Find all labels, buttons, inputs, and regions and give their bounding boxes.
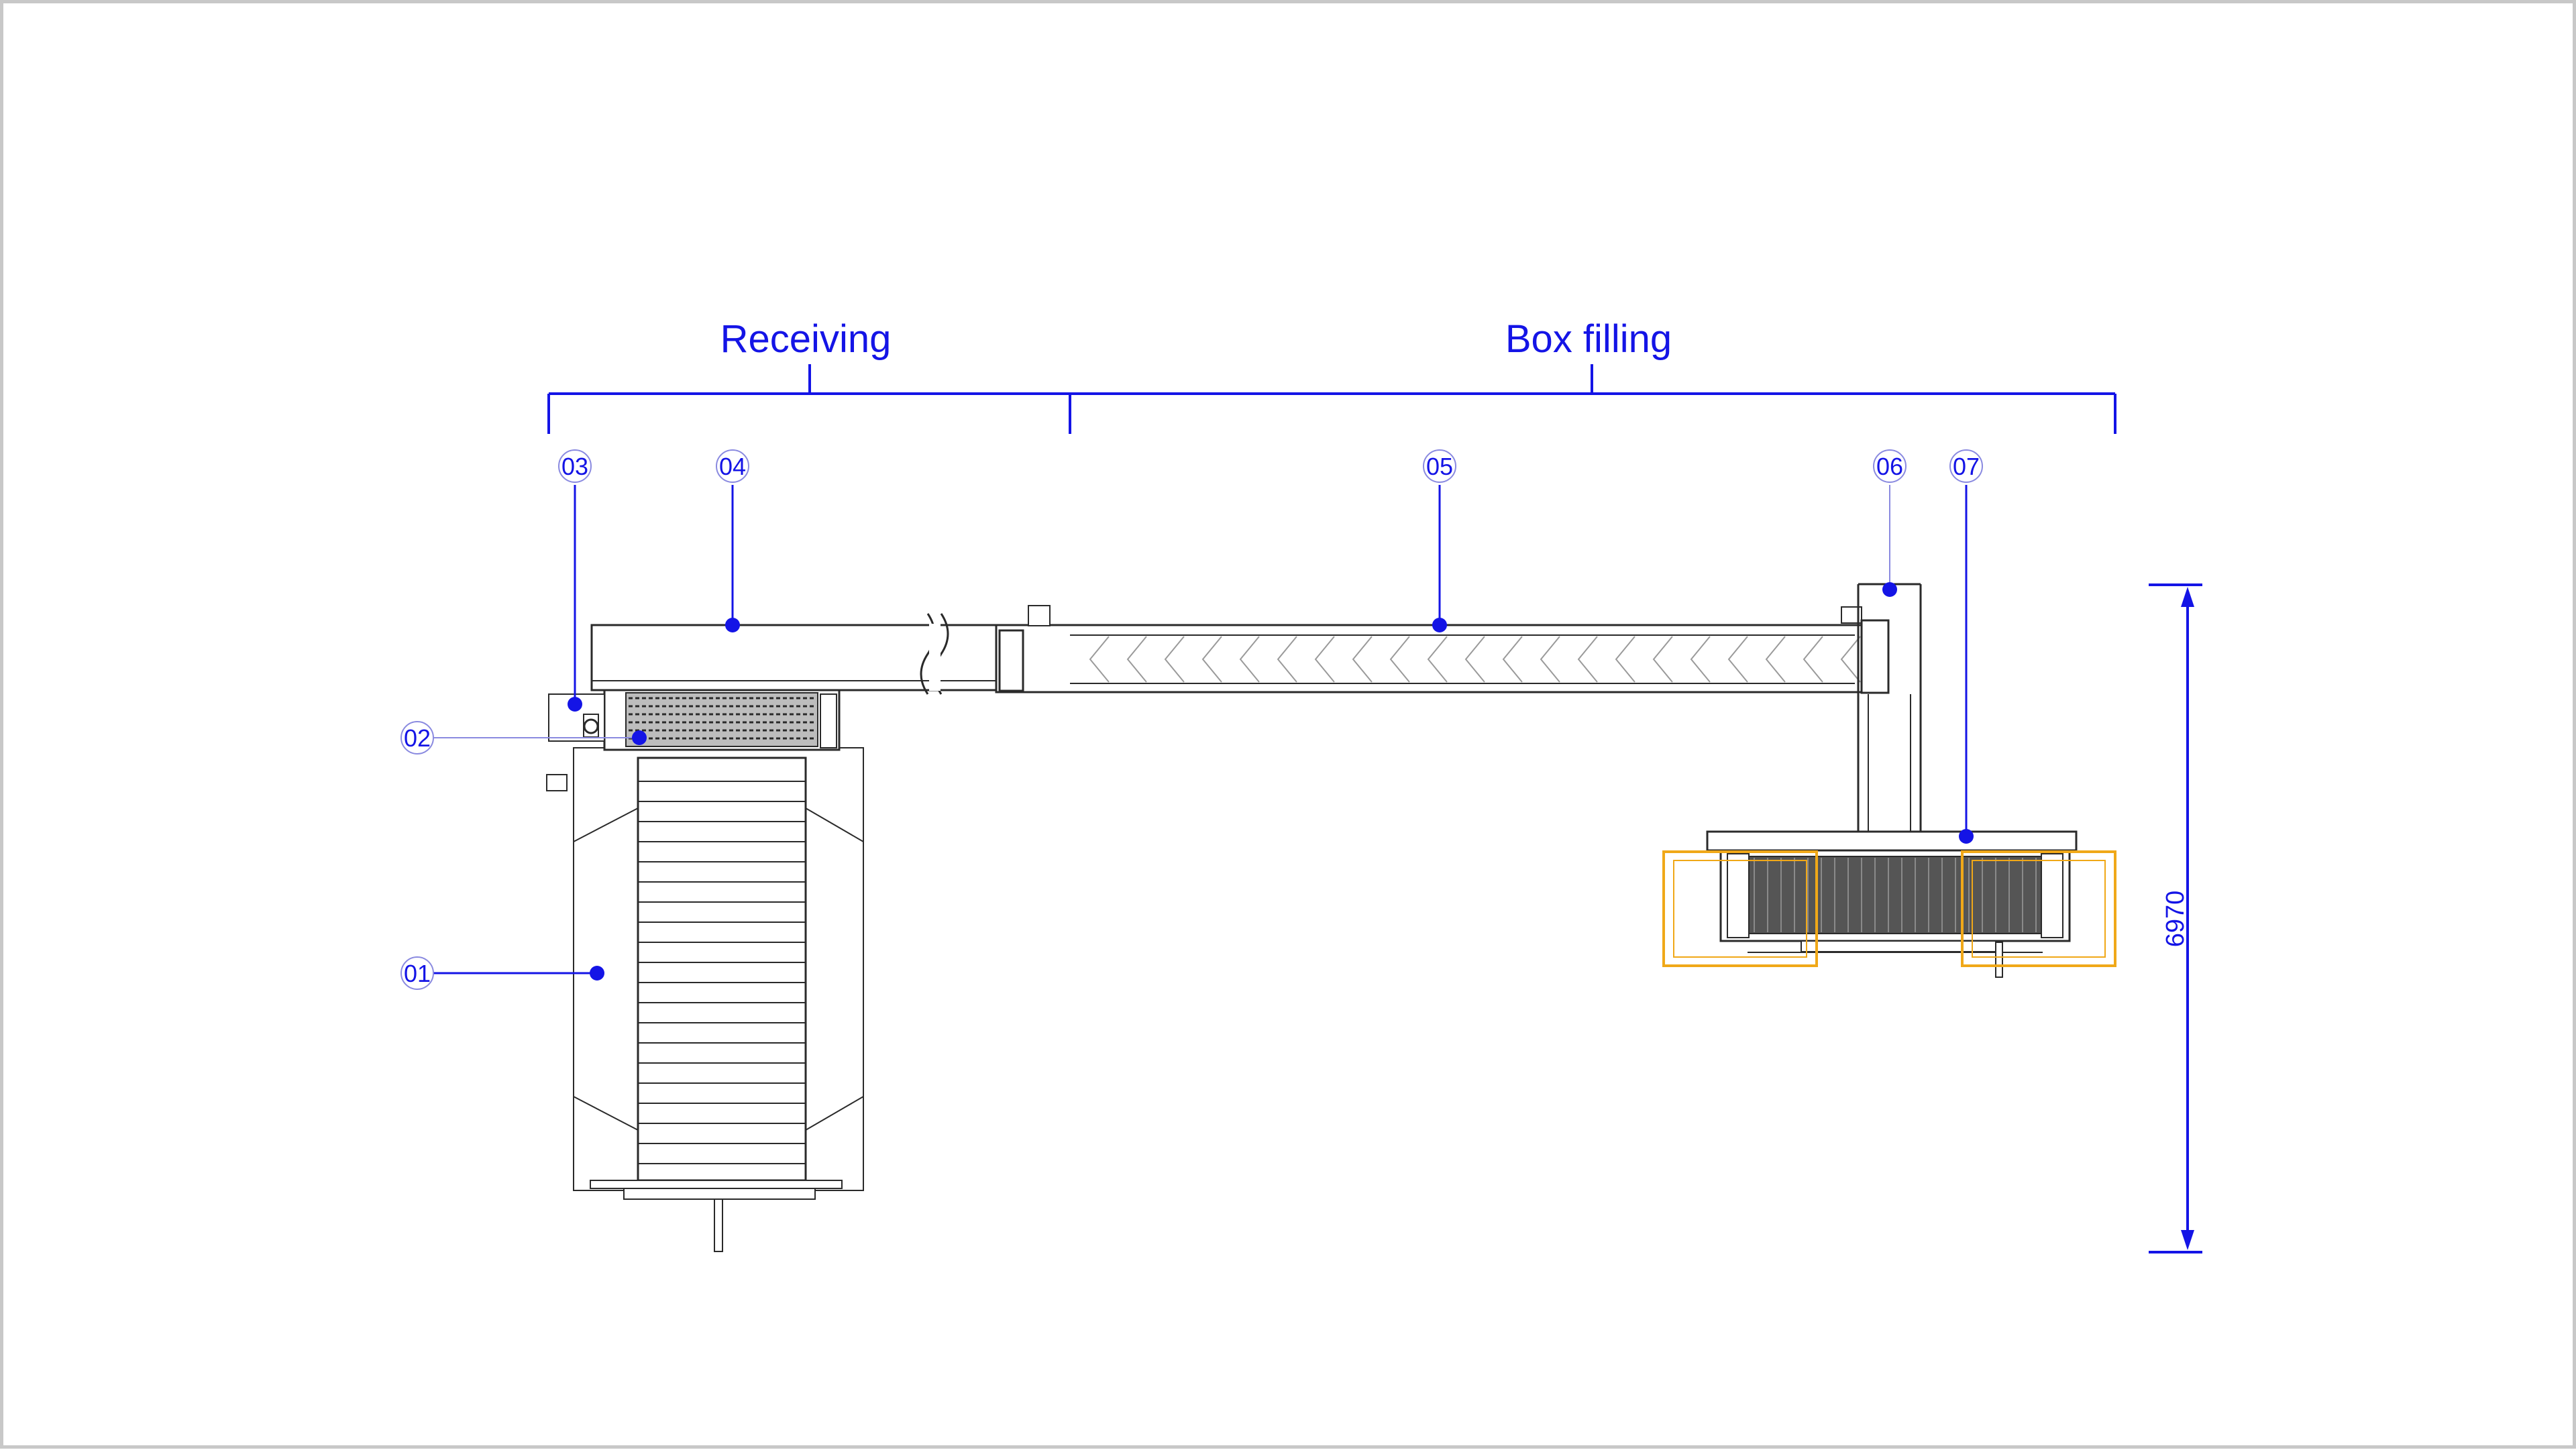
section-label-box-filling: Box filling: [1505, 317, 1672, 361]
flow-chevron: [1277, 636, 1297, 683]
machine-07-box-filling-station: [1706, 830, 2078, 978]
flow-chevron: [1427, 636, 1448, 683]
callout-05[interactable]: 05: [1423, 449, 1456, 483]
callout-02[interactable]: 02: [400, 721, 434, 755]
callout-06[interactable]: 06: [1873, 449, 1907, 483]
callout-01[interactable]: 01: [400, 956, 434, 990]
callout-06-label: 06: [1876, 453, 1903, 480]
callout-dots: [568, 582, 1974, 981]
flow-chevron: [1615, 636, 1635, 683]
callout-04[interactable]: 04: [716, 449, 749, 483]
section-label-receiving: Receiving: [720, 317, 892, 361]
machine-04-infeed-conveyor: [590, 613, 1008, 695]
flow-chevron: [1464, 636, 1485, 683]
height-dimension-label: 6970: [2161, 891, 2190, 948]
flow-chevron: [1577, 636, 1598, 683]
callout-02-label: 02: [404, 724, 431, 752]
flow-chevron: [1314, 636, 1335, 683]
flow-chevron: [1765, 636, 1786, 683]
flow-chevron: [1652, 636, 1673, 683]
flow-chevron: [1803, 636, 1823, 683]
layout-drawing: Receiving Box filling 6970: [400, 317, 2202, 1253]
machine-06-transfer-arm: [1857, 583, 1922, 869]
section-bracket: [547, 364, 2116, 434]
callout-03[interactable]: 03: [558, 449, 592, 483]
machine-05-accumulation-conveyor: [995, 605, 1890, 694]
flow-chevron: [1840, 636, 1861, 683]
flow-chevron: [1126, 636, 1147, 683]
callout-07[interactable]: 07: [1949, 449, 1983, 483]
flow-chevron: [1089, 636, 1110, 683]
height-dimension: [2149, 583, 2202, 1253]
callout-03-label: 03: [561, 453, 588, 480]
flow-chevron: [1164, 636, 1185, 683]
flow-chevron: [1201, 636, 1222, 683]
flow-chevron: [1389, 636, 1410, 683]
flow-chevron: [1502, 636, 1523, 683]
flow-chevron: [1727, 636, 1748, 683]
callout-01-label: 01: [404, 960, 431, 987]
box-pallet-outlines: [1662, 850, 2116, 967]
flow-chevron: [1352, 636, 1373, 683]
machine-01-loading-conveyor: [546, 747, 864, 1252]
callout-05-label: 05: [1426, 453, 1453, 480]
flow-chevron: [1540, 636, 1560, 683]
flow-chevron: [1690, 636, 1711, 683]
callout-07-label: 07: [1953, 453, 1980, 480]
callout-04-label: 04: [719, 453, 746, 480]
callout-leaders: [433, 485, 1968, 974]
flow-chevron: [1239, 636, 1260, 683]
